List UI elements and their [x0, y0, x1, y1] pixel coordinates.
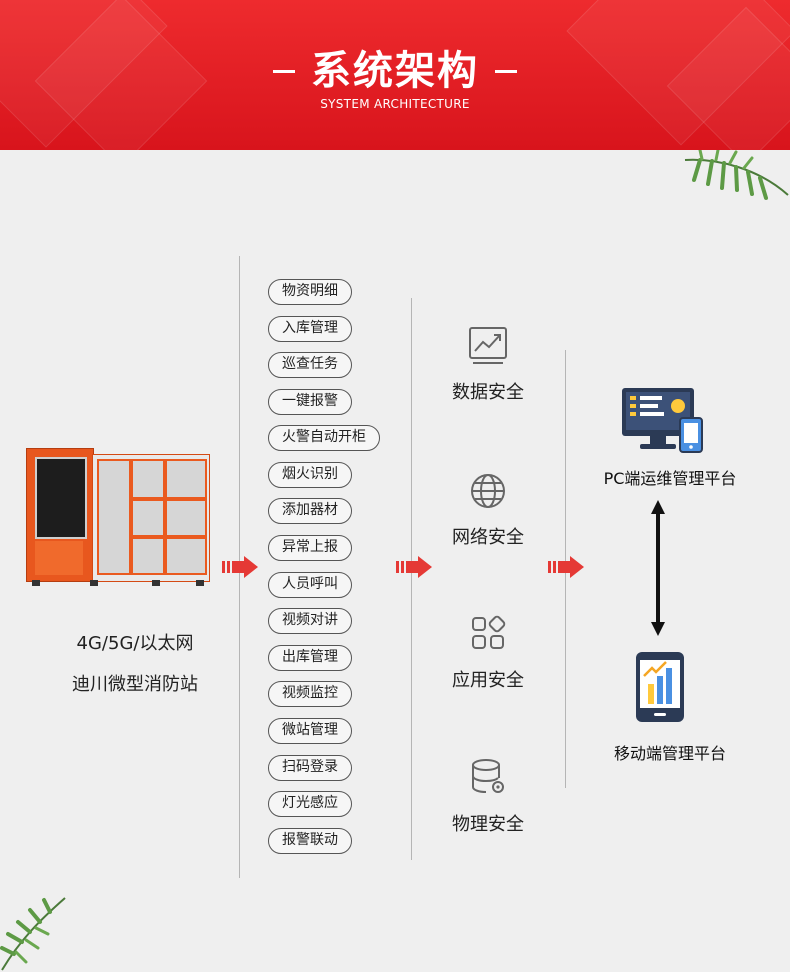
security-label-network: 网络安全 — [452, 527, 524, 548]
function-pill-alarm-linkage: 报警联动 — [268, 828, 352, 854]
station-label: 迪川微型消防站 — [72, 674, 198, 695]
chart-up-icon — [469, 327, 507, 364]
function-pill-one-key-alarm: 一键报警 — [268, 389, 352, 415]
function-pill-video-intercom: 视频对讲 — [268, 608, 352, 634]
flow-arrow-3-icon — [548, 556, 584, 578]
title-dash-right — [495, 69, 517, 73]
function-pill-scan-login: 扫码登录 — [268, 755, 352, 781]
title-dash-left — [273, 69, 295, 73]
flow-arrow-2-icon — [396, 556, 432, 578]
network-label: 4G/5G/以太网 — [76, 633, 194, 654]
function-pill-fire-auto-open: 火警自动开柜 — [268, 425, 380, 451]
apps-grid-icon — [472, 615, 506, 649]
page-subtitle: SYSTEM ARCHITECTURE — [320, 97, 470, 111]
bidirectional-arrow-icon — [651, 500, 665, 636]
pc-platform-label: PC端运维管理平台 — [603, 469, 737, 488]
security-label-data: 数据安全 — [452, 382, 524, 403]
database-icon — [472, 759, 504, 793]
function-pill-stock-out: 出库管理 — [268, 645, 352, 671]
flow-arrow-1-icon — [222, 556, 258, 578]
fire-station-cabinet-image — [26, 448, 212, 586]
palm-leaf-bottom-left-icon — [0, 897, 66, 971]
smartphone-icon — [636, 652, 684, 722]
mobile-platform-label: 移动端管理平台 — [613, 744, 726, 763]
function-pill-station-manage: 微站管理 — [268, 718, 352, 744]
security-label-physical: 物理安全 — [452, 814, 524, 835]
globe-icon — [471, 474, 505, 508]
function-pill-patrol-task: 巡查任务 — [268, 352, 352, 378]
page-title-text: 系统架构 — [311, 48, 479, 94]
function-pill-add-equipment: 添加器材 — [268, 498, 352, 524]
function-pill-personnel-call: 人员呼叫 — [268, 572, 352, 598]
palm-leaf-top-right-icon — [684, 150, 789, 200]
function-pill-smoke-fire-detect: 烟火识别 — [268, 462, 352, 488]
header-banner: 系统架构 SYSTEM ARCHITECTURE — [0, 0, 790, 150]
divider-line-2 — [411, 298, 412, 860]
page-title: 系统架构 — [0, 38, 790, 96]
function-pill-inventory-details: 物资明细 — [268, 279, 352, 305]
function-pill-exception-report: 异常上报 — [268, 535, 352, 561]
cabinet-doors — [92, 454, 210, 582]
function-pill-light-sensor: 灯光感应 — [268, 791, 352, 817]
security-label-application: 应用安全 — [452, 670, 524, 691]
cabinet-control-unit — [26, 448, 94, 582]
function-pill-stock-in: 入库管理 — [268, 316, 352, 342]
function-pill-video-monitor: 视频监控 — [268, 681, 352, 707]
desktop-monitor-icon — [622, 388, 703, 453]
